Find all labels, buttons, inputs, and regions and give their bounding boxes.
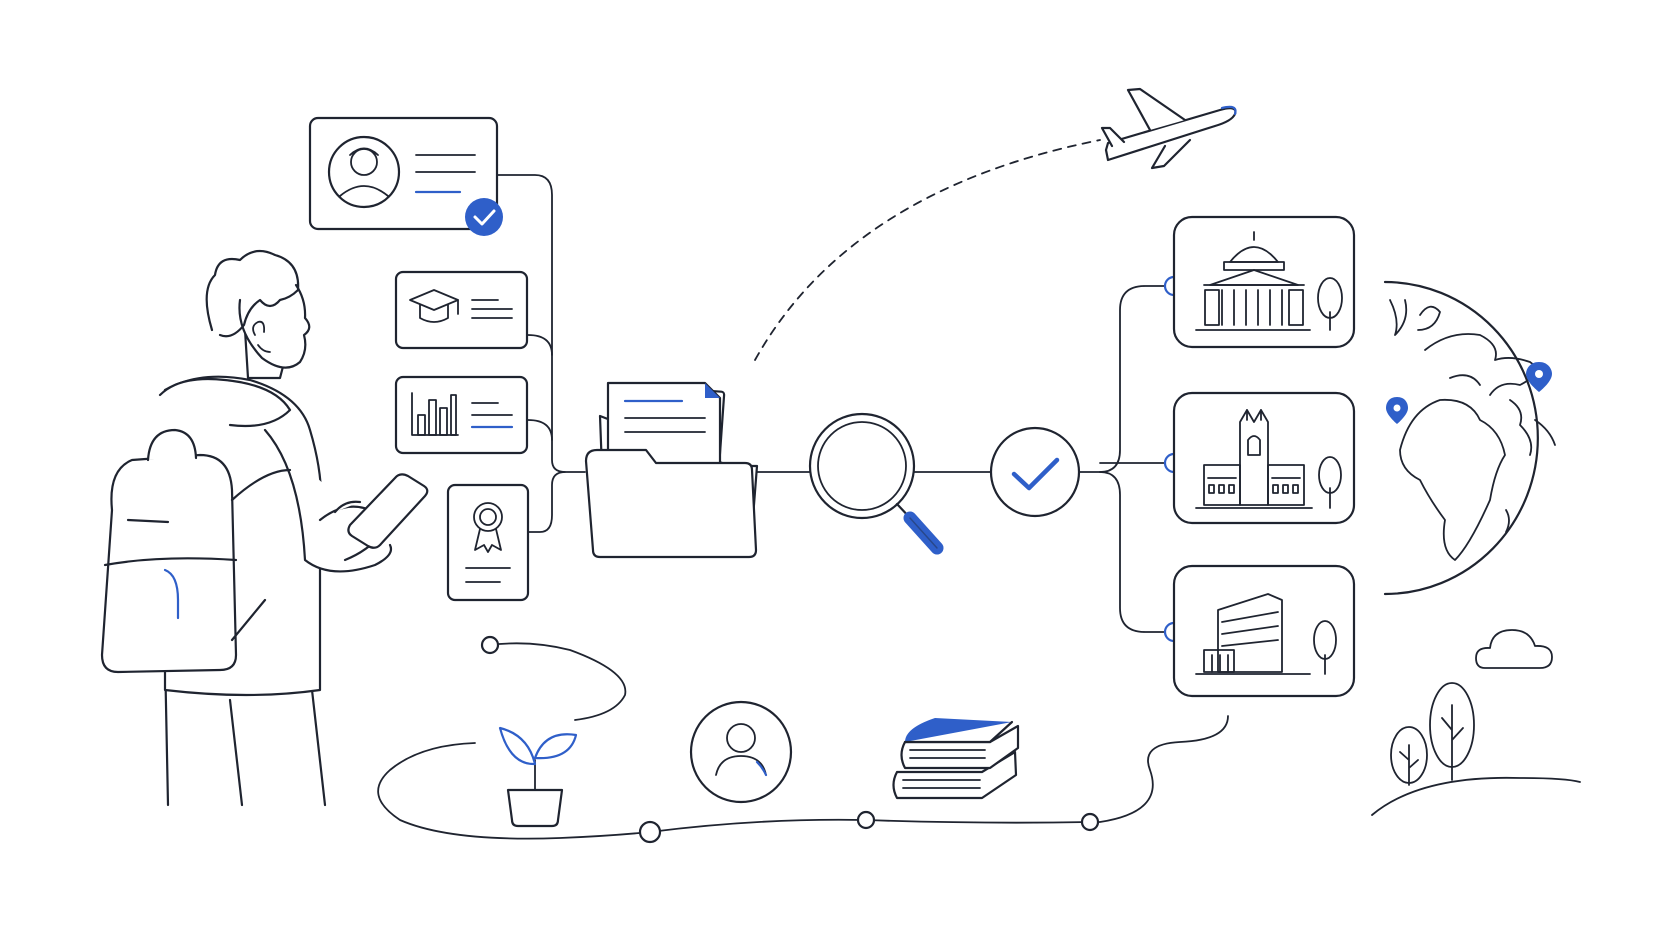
person-circle-icon	[689, 700, 793, 804]
cloud-icon	[1475, 629, 1553, 669]
gothic-university-icon	[1172, 391, 1356, 525]
books-icon	[892, 718, 1020, 800]
journey-path	[377, 635, 1100, 844]
trees-icon	[1371, 682, 1581, 816]
domed-university-icon	[1172, 215, 1356, 349]
graduation-cap-icon	[409, 289, 459, 323]
globe-icon	[1383, 280, 1556, 596]
chart-card	[394, 375, 529, 455]
plant-icon	[498, 726, 578, 828]
certificate-icon	[446, 483, 530, 602]
approval-check-icon	[989, 426, 1081, 518]
magnifier-icon	[808, 412, 944, 555]
map-pin-icon	[1386, 397, 1408, 424]
process-connectors	[756, 285, 1174, 633]
card-to-path-connector	[1089, 715, 1229, 823]
graduation-card	[394, 270, 529, 350]
profile-card-icon	[308, 116, 499, 231]
modern-university-icon	[1172, 564, 1356, 698]
check-badge-icon	[465, 198, 503, 236]
map-pin-icon	[1526, 362, 1552, 392]
folder-icon	[584, 381, 759, 559]
bar-chart-icon	[411, 392, 459, 436]
airplane-icon	[1100, 87, 1237, 170]
flight-path	[754, 139, 1101, 361]
document-connectors	[496, 174, 586, 533]
tablet-icon	[347, 473, 429, 549]
backpack-icon	[100, 428, 292, 674]
